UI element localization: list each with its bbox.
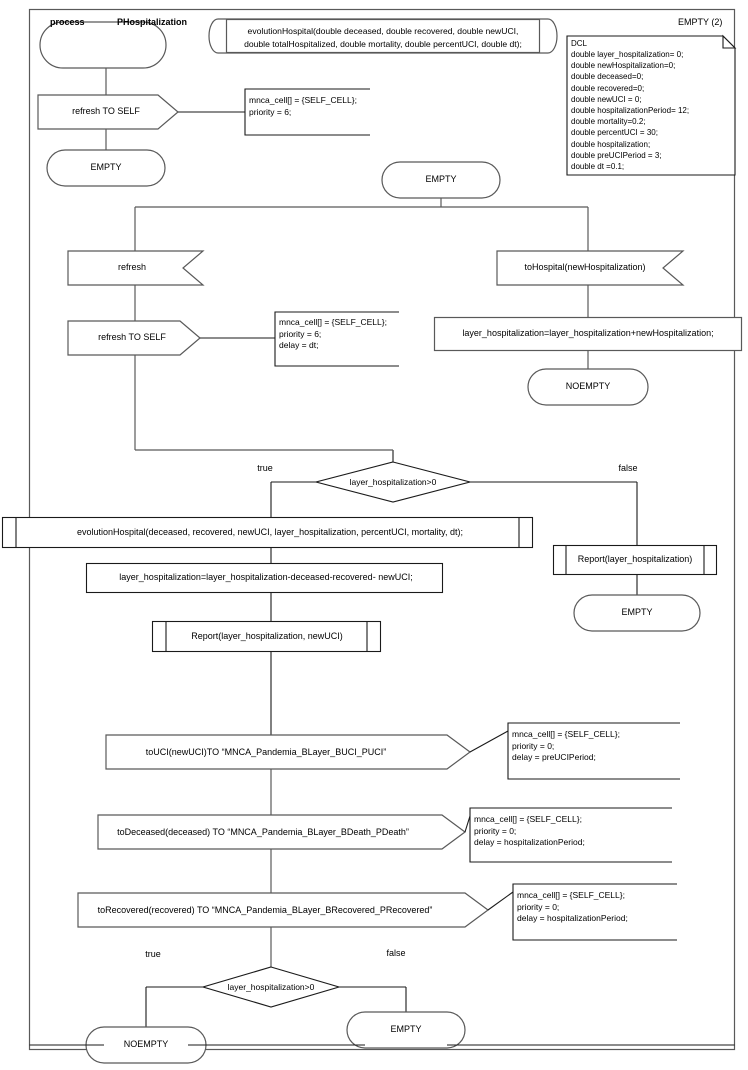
note-2-box [274, 311, 399, 367]
declaration-box-shape [566, 35, 736, 176]
evolution-call-shape [1, 516, 534, 549]
refresh-to-self-2-shape [67, 320, 201, 356]
decision-1-false-label: false [618, 463, 638, 473]
report-call-1-label: Report(layer_hospitalization, newUCI) [191, 631, 343, 641]
note-3-box [507, 722, 680, 780]
decision-2-shape [201, 966, 341, 1008]
noempty-1-shape [527, 368, 649, 406]
note-4-text: mnca_cell[] = {SELF_CELL}; priority = 0;… [474, 814, 585, 847]
report-call-2-shape [552, 544, 718, 576]
to-recovered-output-shape [77, 892, 490, 928]
decision-1-shape [313, 461, 473, 503]
empty-1-label: EMPTY [90, 162, 122, 172]
procedure-signature-inner [225, 18, 541, 54]
note-4-box [469, 807, 672, 863]
procedure-signature-line2: double totalHospitalized, double mortali… [244, 39, 522, 49]
empty-1-shape [46, 149, 166, 187]
assign-sub-label: layer_hospitalization=layer_hospitalizat… [119, 572, 413, 582]
report-call-2-label: Report(layer_hospitalization) [577, 554, 693, 564]
process-name: PHospitalization [117, 17, 188, 27]
refresh-to-self-1-label: refresh TO SELF [72, 106, 140, 116]
note-3-text: mnca_cell[] = {SELF_CELL}; priority = 0;… [512, 729, 620, 762]
empty-3-label: EMPTY [621, 607, 653, 617]
note-2-text: mnca_cell[] = {SELF_CELL}; priority = 6;… [279, 317, 387, 350]
refresh-input-label: refresh [117, 262, 147, 272]
decision-1-true-label: true [257, 463, 273, 473]
note-5-box [512, 883, 677, 941]
note-1-box [244, 88, 370, 136]
to-hospital-input-shape [496, 250, 685, 286]
process-keyword: process [50, 17, 85, 27]
empty-4-label: EMPTY [390, 1024, 422, 1034]
note-5-text: mnca_cell[] = {SELF_CELL}; priority = 0;… [517, 890, 628, 923]
empty-2-shape [381, 161, 501, 199]
to-uci-output-shape [105, 734, 472, 770]
refresh-to-self-2-label: refresh TO SELF [98, 332, 166, 342]
to-recovered-output-label: toRecovered(recovered) TO “MNCA_Pandemia… [97, 905, 433, 915]
assign-sub-shape [85, 562, 444, 594]
noempty-2-shape [85, 1026, 207, 1064]
to-uci-output-label: toUCI(newUCI)TO “MNCA_Pandemia_BLayer_BU… [145, 747, 387, 757]
procedure-signature-line1: evolutionHospital(double deceased, doubl… [247, 26, 519, 36]
decision-1-label: layer_hospitalization>0 [349, 477, 437, 487]
assign-add-label: layer_hospitalization=layer_hospitalizat… [462, 328, 714, 338]
noempty-1-label: NOEMPTY [565, 381, 611, 391]
declaration-fold [722, 34, 737, 49]
note-1-text: mnca_cell[] = {SELF_CELL}; priority = 6; [249, 95, 357, 117]
to-deceased-output-shape [97, 814, 467, 850]
corner-state-label: EMPTY (2) [678, 17, 723, 27]
declaration-lines: double layer_hospitalization= 0; double … [571, 50, 690, 172]
empty-2-label: EMPTY [425, 174, 457, 184]
decision-2-false-label: false [386, 948, 406, 958]
decision-2-true-label: true [145, 949, 161, 959]
refresh-to-self-1-shape [37, 94, 179, 130]
empty-4-shape [346, 1011, 466, 1049]
noempty-2-label: NOEMPTY [123, 1039, 169, 1049]
refresh-input-shape [67, 250, 205, 286]
to-deceased-output-label: toDeceased(deceased) TO “MNCA_Pandemia_B… [117, 827, 409, 837]
start-state-shape [39, 21, 167, 69]
evolution-call-label: evolutionHospital(deceased, recovered, n… [76, 527, 464, 537]
to-hospital-input-label: toHospital(newHospitalization) [524, 262, 646, 272]
decision-2-label: layer_hospitalization>0 [227, 982, 315, 992]
empty-3-shape [573, 594, 701, 632]
report-call-1-shape [151, 620, 382, 653]
declaration-header: DCL [571, 39, 588, 48]
